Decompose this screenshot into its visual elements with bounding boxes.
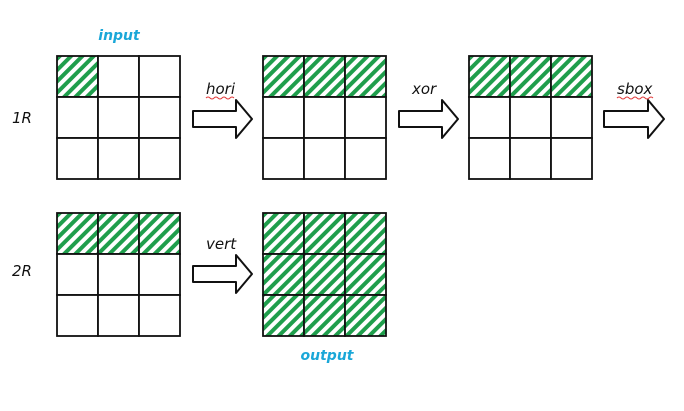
spellcheck-squiggle [205, 96, 235, 100]
grid-cell-filled [509, 55, 552, 98]
arrow-right-icon [192, 254, 253, 294]
grid-cell-empty [138, 55, 181, 98]
grid-cell-empty [550, 96, 593, 139]
grid-cell-filled [262, 212, 305, 255]
grid-cell-empty [138, 96, 181, 139]
grid-cell-filled [303, 253, 346, 296]
grid-cell-empty [344, 137, 387, 180]
grid-cell-empty [56, 294, 99, 337]
grid-round1-input [56, 55, 181, 180]
grid-cell-filled [303, 294, 346, 337]
arrow-right-icon [603, 99, 665, 139]
grid-cell-filled [56, 55, 99, 98]
grid-cell-filled [56, 212, 99, 255]
grid-cell-filled [344, 212, 387, 255]
grid-cell-empty [97, 96, 140, 139]
grid-cell-filled [344, 55, 387, 98]
grid-cell-empty [138, 253, 181, 296]
grid-cell-empty [468, 137, 511, 180]
op-vert-label: vert [206, 235, 237, 253]
grid-round2-output [262, 212, 387, 337]
grid-cell-filled [262, 55, 305, 98]
grid-cell-filled [138, 212, 181, 255]
grid-round1-xor [468, 55, 593, 180]
grid-cell-filled [97, 212, 140, 255]
grid-round2-input [56, 212, 181, 337]
grid-round1-hori [262, 55, 387, 180]
grid-cell-empty [550, 137, 593, 180]
grid-cell-empty [56, 96, 99, 139]
grid-cell-filled [344, 253, 387, 296]
grid-cell-filled [550, 55, 593, 98]
grid-cell-empty [138, 137, 181, 180]
round-1-label: 1R [12, 109, 32, 127]
grid-cell-filled [262, 294, 305, 337]
grid-cell-empty [262, 96, 305, 139]
grid-cell-empty [509, 96, 552, 139]
grid-cell-empty [303, 137, 346, 180]
arrow-right-icon [192, 99, 253, 139]
grid-cell-empty [97, 137, 140, 180]
grid-cell-filled [303, 55, 346, 98]
grid-cell-filled [468, 55, 511, 98]
grid-cell-empty [97, 253, 140, 296]
grid-cell-empty [97, 55, 140, 98]
grid-cell-filled [303, 212, 346, 255]
grid-cell-filled [344, 294, 387, 337]
grid-cell-filled [262, 253, 305, 296]
grid-cell-empty [97, 294, 140, 337]
grid-cell-empty [262, 137, 305, 180]
arrow-right-icon [398, 99, 459, 139]
op-xor-label: xor [411, 80, 437, 98]
grid-cell-empty [468, 96, 511, 139]
grid-cell-empty [344, 96, 387, 139]
op-sbox-label: sbox [617, 80, 653, 98]
round-2-label: 2R [12, 262, 32, 280]
grid-cell-empty [56, 137, 99, 180]
spellcheck-squiggle [616, 96, 654, 100]
output-label: output [301, 348, 355, 364]
grid-cell-empty [303, 96, 346, 139]
op-hori-label: hori [206, 80, 236, 98]
grid-cell-empty [509, 137, 552, 180]
input-label: input [98, 28, 141, 44]
grid-cell-empty [138, 294, 181, 337]
grid-cell-empty [56, 253, 99, 296]
